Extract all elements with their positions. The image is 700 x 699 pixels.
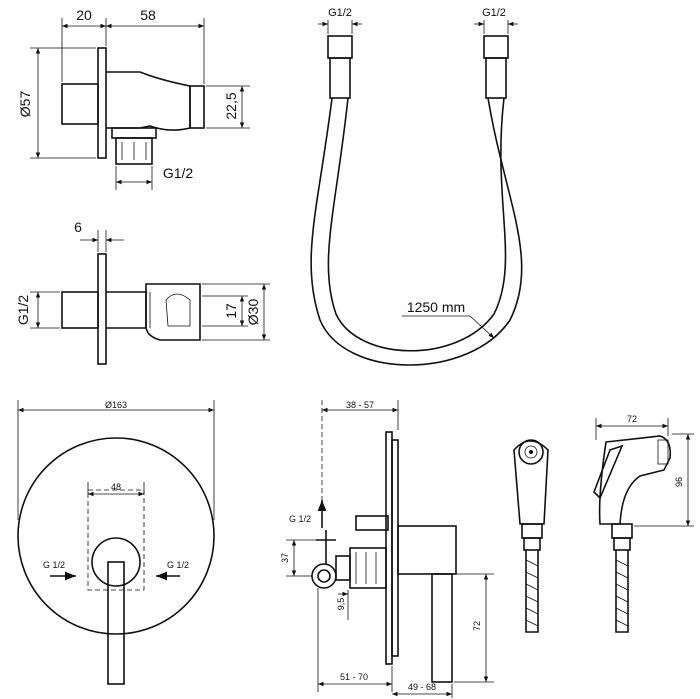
plate-inlet-right: G 1/2 [167, 560, 189, 570]
lever-handle [107, 561, 125, 685]
valve-section-view: G 1/2 38 - 57 37 9,5 72 51 - 70 49 - 68 [280, 400, 494, 698]
lever-base [91, 537, 141, 587]
box-outline [87, 489, 145, 591]
dim-38-57: 38 - 57 [346, 400, 374, 410]
spray-nozzle [518, 439, 544, 465]
connector-top [111, 127, 157, 139]
wall-stub [61, 83, 99, 125]
hose-nut-left [327, 35, 353, 59]
hose-inner [327, 97, 507, 352]
dim-6: 6 [74, 219, 82, 235]
valve-thread: G 1/2 [289, 514, 311, 524]
spray-side-body [598, 435, 672, 525]
inlet-port [311, 563, 337, 589]
dim-thread-g12: G1/2 [163, 165, 194, 181]
cover-plate-view: Ø163 48 G 1/2 G 1/2 [17, 400, 215, 685]
valve-cartridge [349, 547, 387, 589]
cover-plate [17, 437, 215, 635]
dim-49-68: 49 - 68 [408, 682, 436, 692]
spray-head-front [513, 439, 549, 633]
spray-head-side: 72 96 [593, 414, 694, 633]
valve-body [397, 525, 457, 575]
holder-cup [189, 85, 205, 129]
dim-51-70: 51 - 70 [340, 672, 368, 682]
side-thread-g12: G1/2 [15, 295, 31, 326]
dim-72-spray: 72 [627, 414, 637, 424]
side-stub [61, 291, 99, 329]
spray-hose-side [615, 550, 629, 633]
connector-nut [115, 137, 153, 165]
dim-17: 17 [223, 303, 239, 319]
dim-72-valve: 72 [472, 621, 482, 631]
bracket-front-view: 20 58 Ø57 22,5 G1/2 [17, 7, 250, 190]
dim-20: 20 [76, 7, 92, 23]
dim-dia-163: Ø163 [105, 400, 127, 410]
plate-inlet-left: G 1/2 [43, 560, 65, 570]
spray-hose-front [525, 550, 539, 633]
section-plate-face [385, 431, 393, 665]
dim-58: 58 [140, 7, 156, 23]
spray-trigger [593, 444, 624, 500]
bracket-body [106, 71, 191, 131]
dim-dia-30: Ø30 [245, 299, 261, 326]
dim-37: 37 [280, 553, 290, 563]
side-wall-plate [97, 253, 107, 365]
hose-thread-left: G1/2 [328, 7, 352, 19]
hose-thread-right: G1/2 [482, 7, 506, 19]
bracket-side-view: 6 G1/2 17 Ø30 [15, 219, 270, 365]
hose-nut-right [483, 35, 509, 59]
wall-plate [97, 47, 107, 159]
dim-48: 48 [111, 482, 121, 492]
hose-drawing: G1/2 G1/2 1250 mm [310, 7, 523, 366]
hose-length: 1250 mm [407, 299, 465, 315]
dim-9-5: 9,5 [336, 598, 346, 611]
side-holder [145, 283, 201, 341]
dim-dia-57: Ø57 [17, 91, 33, 118]
dim-22-5: 22,5 [223, 92, 239, 119]
dim-96: 96 [674, 477, 684, 487]
valve-lever [431, 573, 453, 683]
hose-outer [310, 97, 523, 366]
